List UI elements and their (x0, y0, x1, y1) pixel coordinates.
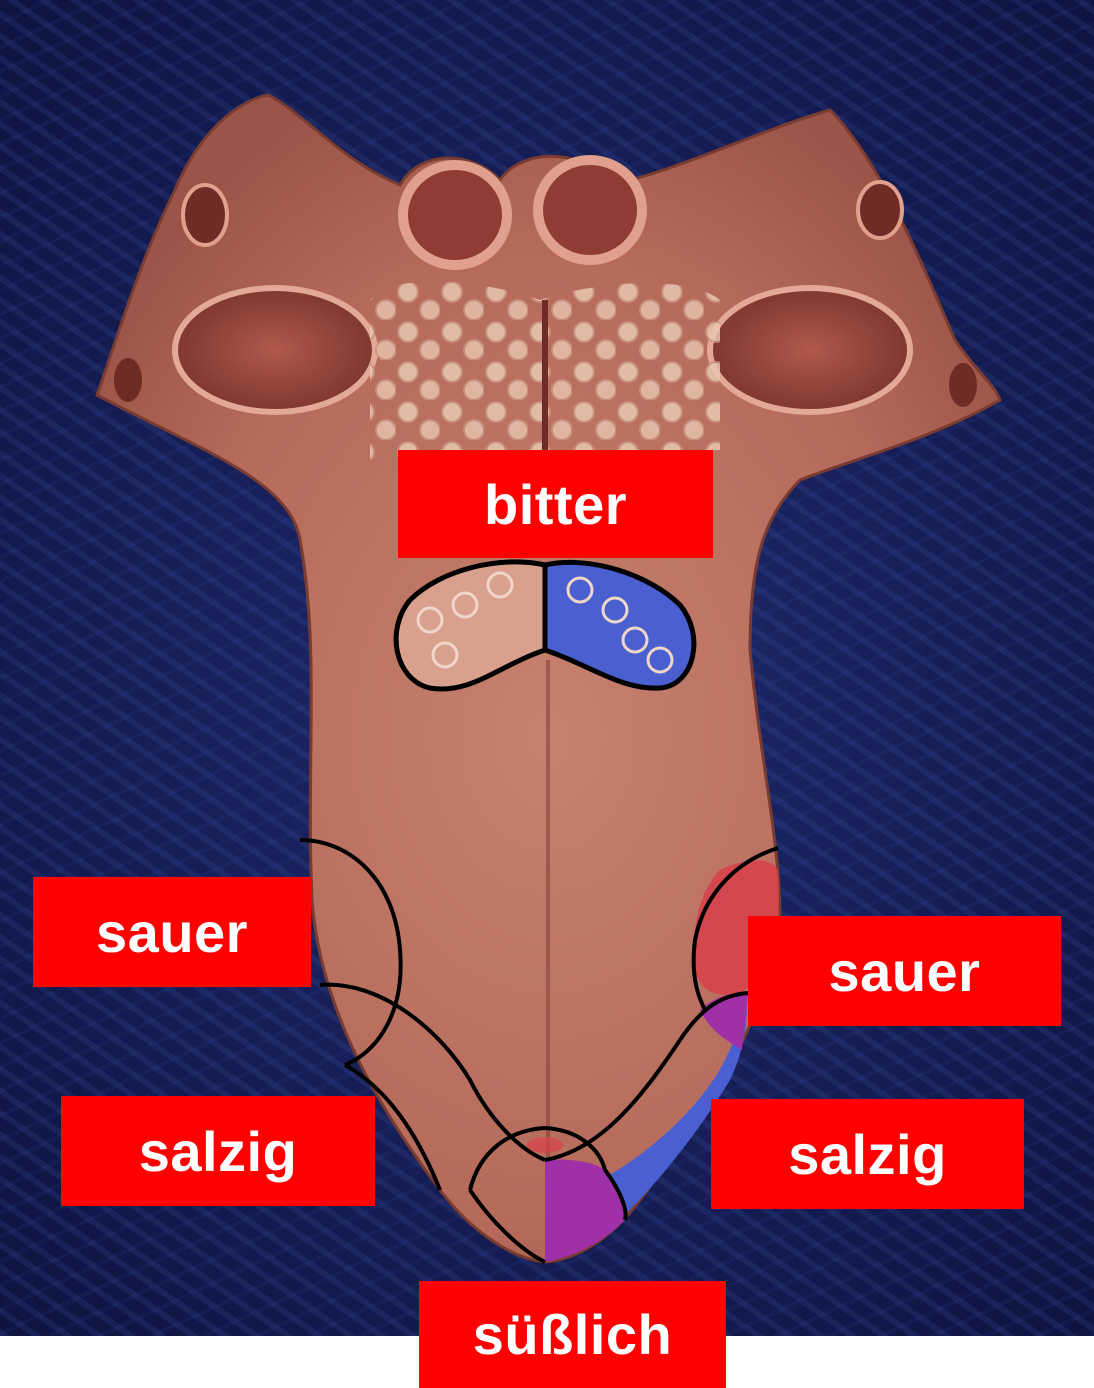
label-salzig-right: salzig (711, 1099, 1024, 1209)
label-sauer-right: sauer (748, 916, 1061, 1026)
right-upper-ring (538, 160, 642, 260)
label-salzig-left: salzig (61, 1096, 375, 1206)
label-suesslich: süßlich (419, 1281, 726, 1388)
left-side-notch (183, 185, 227, 245)
left-cavity (175, 288, 375, 412)
left-upper-ring (403, 165, 507, 265)
right-cavity (710, 288, 910, 412)
left-edge-notch (114, 358, 142, 402)
right-side-notch (858, 182, 902, 238)
label-bitter: bitter (398, 450, 713, 558)
label-sauer-left: sauer (33, 877, 311, 987)
right-edge-notch (949, 363, 977, 407)
suess-dot (527, 1137, 563, 1153)
